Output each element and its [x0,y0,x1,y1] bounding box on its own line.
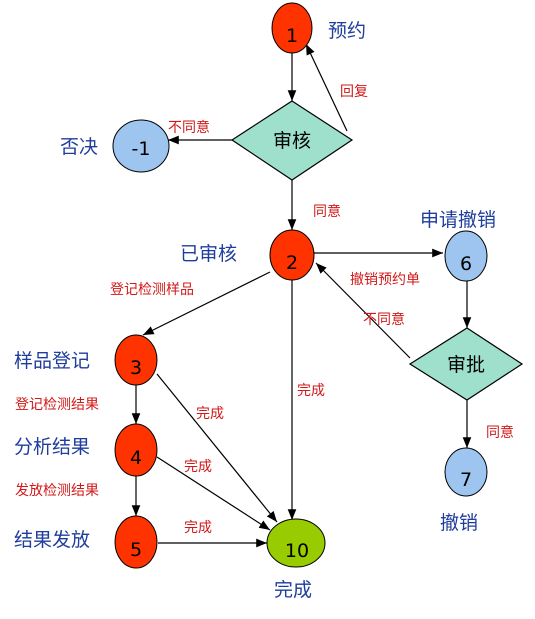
edges [131,43,472,548]
node-1 [271,2,313,54]
edge-label-reply: 回复 [340,83,368,100]
label-node-4: 分析结果 [14,436,90,458]
label-node-7: 撤销 [440,512,478,534]
edge-label-reject2: 不同意 [363,311,405,328]
node-7 [444,447,488,497]
edge-label-reject: 不同意 [168,119,210,136]
label-node-5: 结果发放 [14,529,90,551]
node-4 [114,423,158,477]
node-7-number: 7 [460,469,472,491]
edge-label-agree: 同意 [313,203,341,220]
edge-label-register-result: 登记检测结果 [15,397,99,413]
node-2 [269,229,315,281]
node-6 [444,230,488,282]
state-labels: 预约 否决 已审核 申请撤销 样品登记 分析结果 结果发放 撤销 完成 [14,20,496,601]
label-node-2: 已审核 [180,243,237,265]
node-2-number: 2 [286,252,298,274]
edge-label-complete-3: 完成 [196,406,224,422]
edge-label-cancel-booking: 撤销预约单 [350,272,420,288]
edge-approve-to-2 [315,262,411,359]
label-node-10: 完成 [274,579,312,601]
node-5 [114,515,158,569]
edge-label-issue-result: 发放检测结果 [15,483,99,499]
node-10-number: 10 [285,540,309,562]
edge-labels: 回复 不同意 同意 撤销预约单 登记检测样品 不同意 完成 完成 登记检测结果 … [15,83,514,536]
decision-review-label: 审核 [273,130,311,152]
edge-label-complete-4: 完成 [184,459,212,475]
edge-label-complete-5: 完成 [184,520,212,536]
edge-label-agree2: 同意 [486,424,514,441]
edge-4-to-10 [156,456,271,531]
edge-2-to-3 [142,271,271,336]
node-6-number: 6 [460,253,472,275]
node-1-number: 1 [286,25,298,47]
edge-label-register-sample: 登记检测样品 [110,282,194,298]
node-minus1 [112,119,170,173]
node-3 [114,334,158,386]
decision-approve-label: 审批 [447,354,485,376]
label-node-6: 申请撤销 [420,209,496,231]
node-minus1-number: -1 [132,138,151,160]
edge-3-to-10 [156,373,278,523]
node-10 [266,518,326,568]
decision-approve [408,327,524,401]
node-4-number: 4 [130,447,142,469]
decision-review [230,100,354,181]
edge-review-to-1-reply [305,43,348,132]
edge-label-complete-2: 完成 [297,383,325,399]
label-node-minus1: 否决 [60,136,98,158]
label-node-3: 样品登记 [14,350,90,372]
node-5-number: 5 [130,539,142,561]
node-3-number: 3 [130,357,142,379]
label-node-1: 预约 [328,20,366,42]
